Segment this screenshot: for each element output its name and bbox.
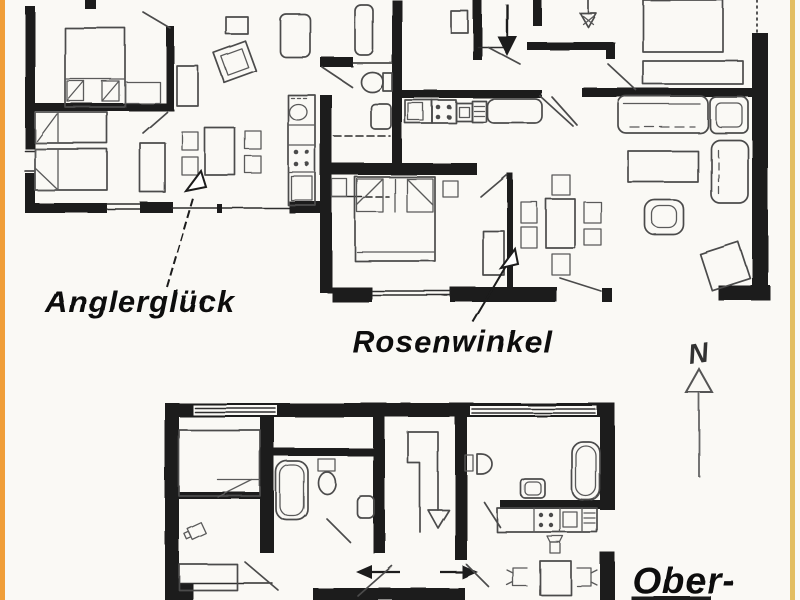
bathroom-ground bbox=[360, 71, 393, 130]
dining-table-group bbox=[520, 174, 602, 276]
kitchen-counter bbox=[404, 98, 543, 124]
twin-beds bbox=[34, 111, 108, 191]
chair-left bbox=[512, 567, 528, 587]
sink bbox=[520, 478, 546, 499]
bench bbox=[279, 13, 311, 58]
label-floor-cutoff-bar bbox=[631, 596, 711, 600]
apartment-anglerglueck-furniture bbox=[34, 4, 374, 206]
tilted-chair bbox=[212, 40, 258, 84]
upper-floor-plan: Ober- bbox=[165, 403, 736, 600]
small-lamp-object bbox=[183, 521, 207, 541]
corridor-arrow-right bbox=[440, 563, 490, 588]
anglerglueck-pointer-arrow bbox=[166, 168, 208, 288]
chaise bbox=[710, 139, 749, 204]
coffee-table bbox=[627, 150, 699, 183]
upper-bathroom-left bbox=[275, 458, 375, 521]
left-edge-stripe bbox=[0, 0, 5, 600]
label-apartment-right: Rosenwinkel bbox=[352, 324, 553, 359]
sink bbox=[356, 495, 375, 519]
armchair bbox=[139, 142, 166, 193]
wardrobe bbox=[482, 230, 505, 276]
table bbox=[539, 560, 572, 596]
chair-right bbox=[576, 567, 592, 587]
upper-kitchen bbox=[496, 507, 598, 533]
stairs bbox=[407, 431, 450, 533]
toilet bbox=[317, 458, 337, 495]
north-indicator: N bbox=[684, 336, 714, 477]
label-apartment-left: Anglerglück bbox=[44, 284, 236, 319]
ground-floor-door-swings bbox=[142, 11, 637, 292]
armchair-center bbox=[644, 199, 685, 236]
ground-floor-walls bbox=[24, 0, 770, 302]
rosenwinkel-pointer-arrow bbox=[472, 246, 520, 323]
upper-bathroom-right bbox=[464, 441, 601, 501]
sofa bbox=[617, 95, 709, 134]
upper-floor-walls bbox=[165, 403, 615, 600]
nightstand-left bbox=[331, 178, 348, 198]
sofa-bed bbox=[178, 563, 238, 591]
armchair-top bbox=[709, 96, 749, 134]
hall-cabinet bbox=[450, 10, 469, 34]
dining-table-group bbox=[181, 127, 262, 176]
kitchen-unit bbox=[287, 94, 316, 206]
toilet bbox=[464, 453, 493, 475]
sink bbox=[370, 103, 392, 130]
double-bed bbox=[64, 27, 161, 108]
tilted-side-table bbox=[699, 240, 751, 292]
sideboard bbox=[642, 60, 744, 85]
wardrobe bbox=[176, 65, 199, 107]
large-table bbox=[642, 0, 724, 53]
apartment-rosenwinkel-furniture bbox=[331, 0, 751, 292]
upper-dining-group bbox=[506, 535, 598, 596]
corridor-arrow-left bbox=[356, 565, 400, 597]
entrance-arrow bbox=[497, 4, 517, 56]
nightstand-right bbox=[442, 180, 459, 198]
label-floor-partial: Ober- bbox=[632, 560, 736, 600]
double-bed bbox=[354, 176, 436, 262]
bathtub bbox=[275, 460, 309, 521]
ceiling-lamp-symbol bbox=[579, 0, 597, 28]
side-table bbox=[225, 16, 249, 35]
upper-bedroom-furniture bbox=[178, 429, 261, 591]
ground-floor-plan: Anglerglück Rosenwinkel bbox=[24, 0, 770, 359]
bathtub bbox=[571, 441, 601, 501]
hall-bench bbox=[354, 4, 374, 56]
stairs-down-arrow bbox=[427, 509, 450, 529]
right-edge-stripe bbox=[790, 0, 795, 600]
toilet bbox=[360, 71, 393, 93]
